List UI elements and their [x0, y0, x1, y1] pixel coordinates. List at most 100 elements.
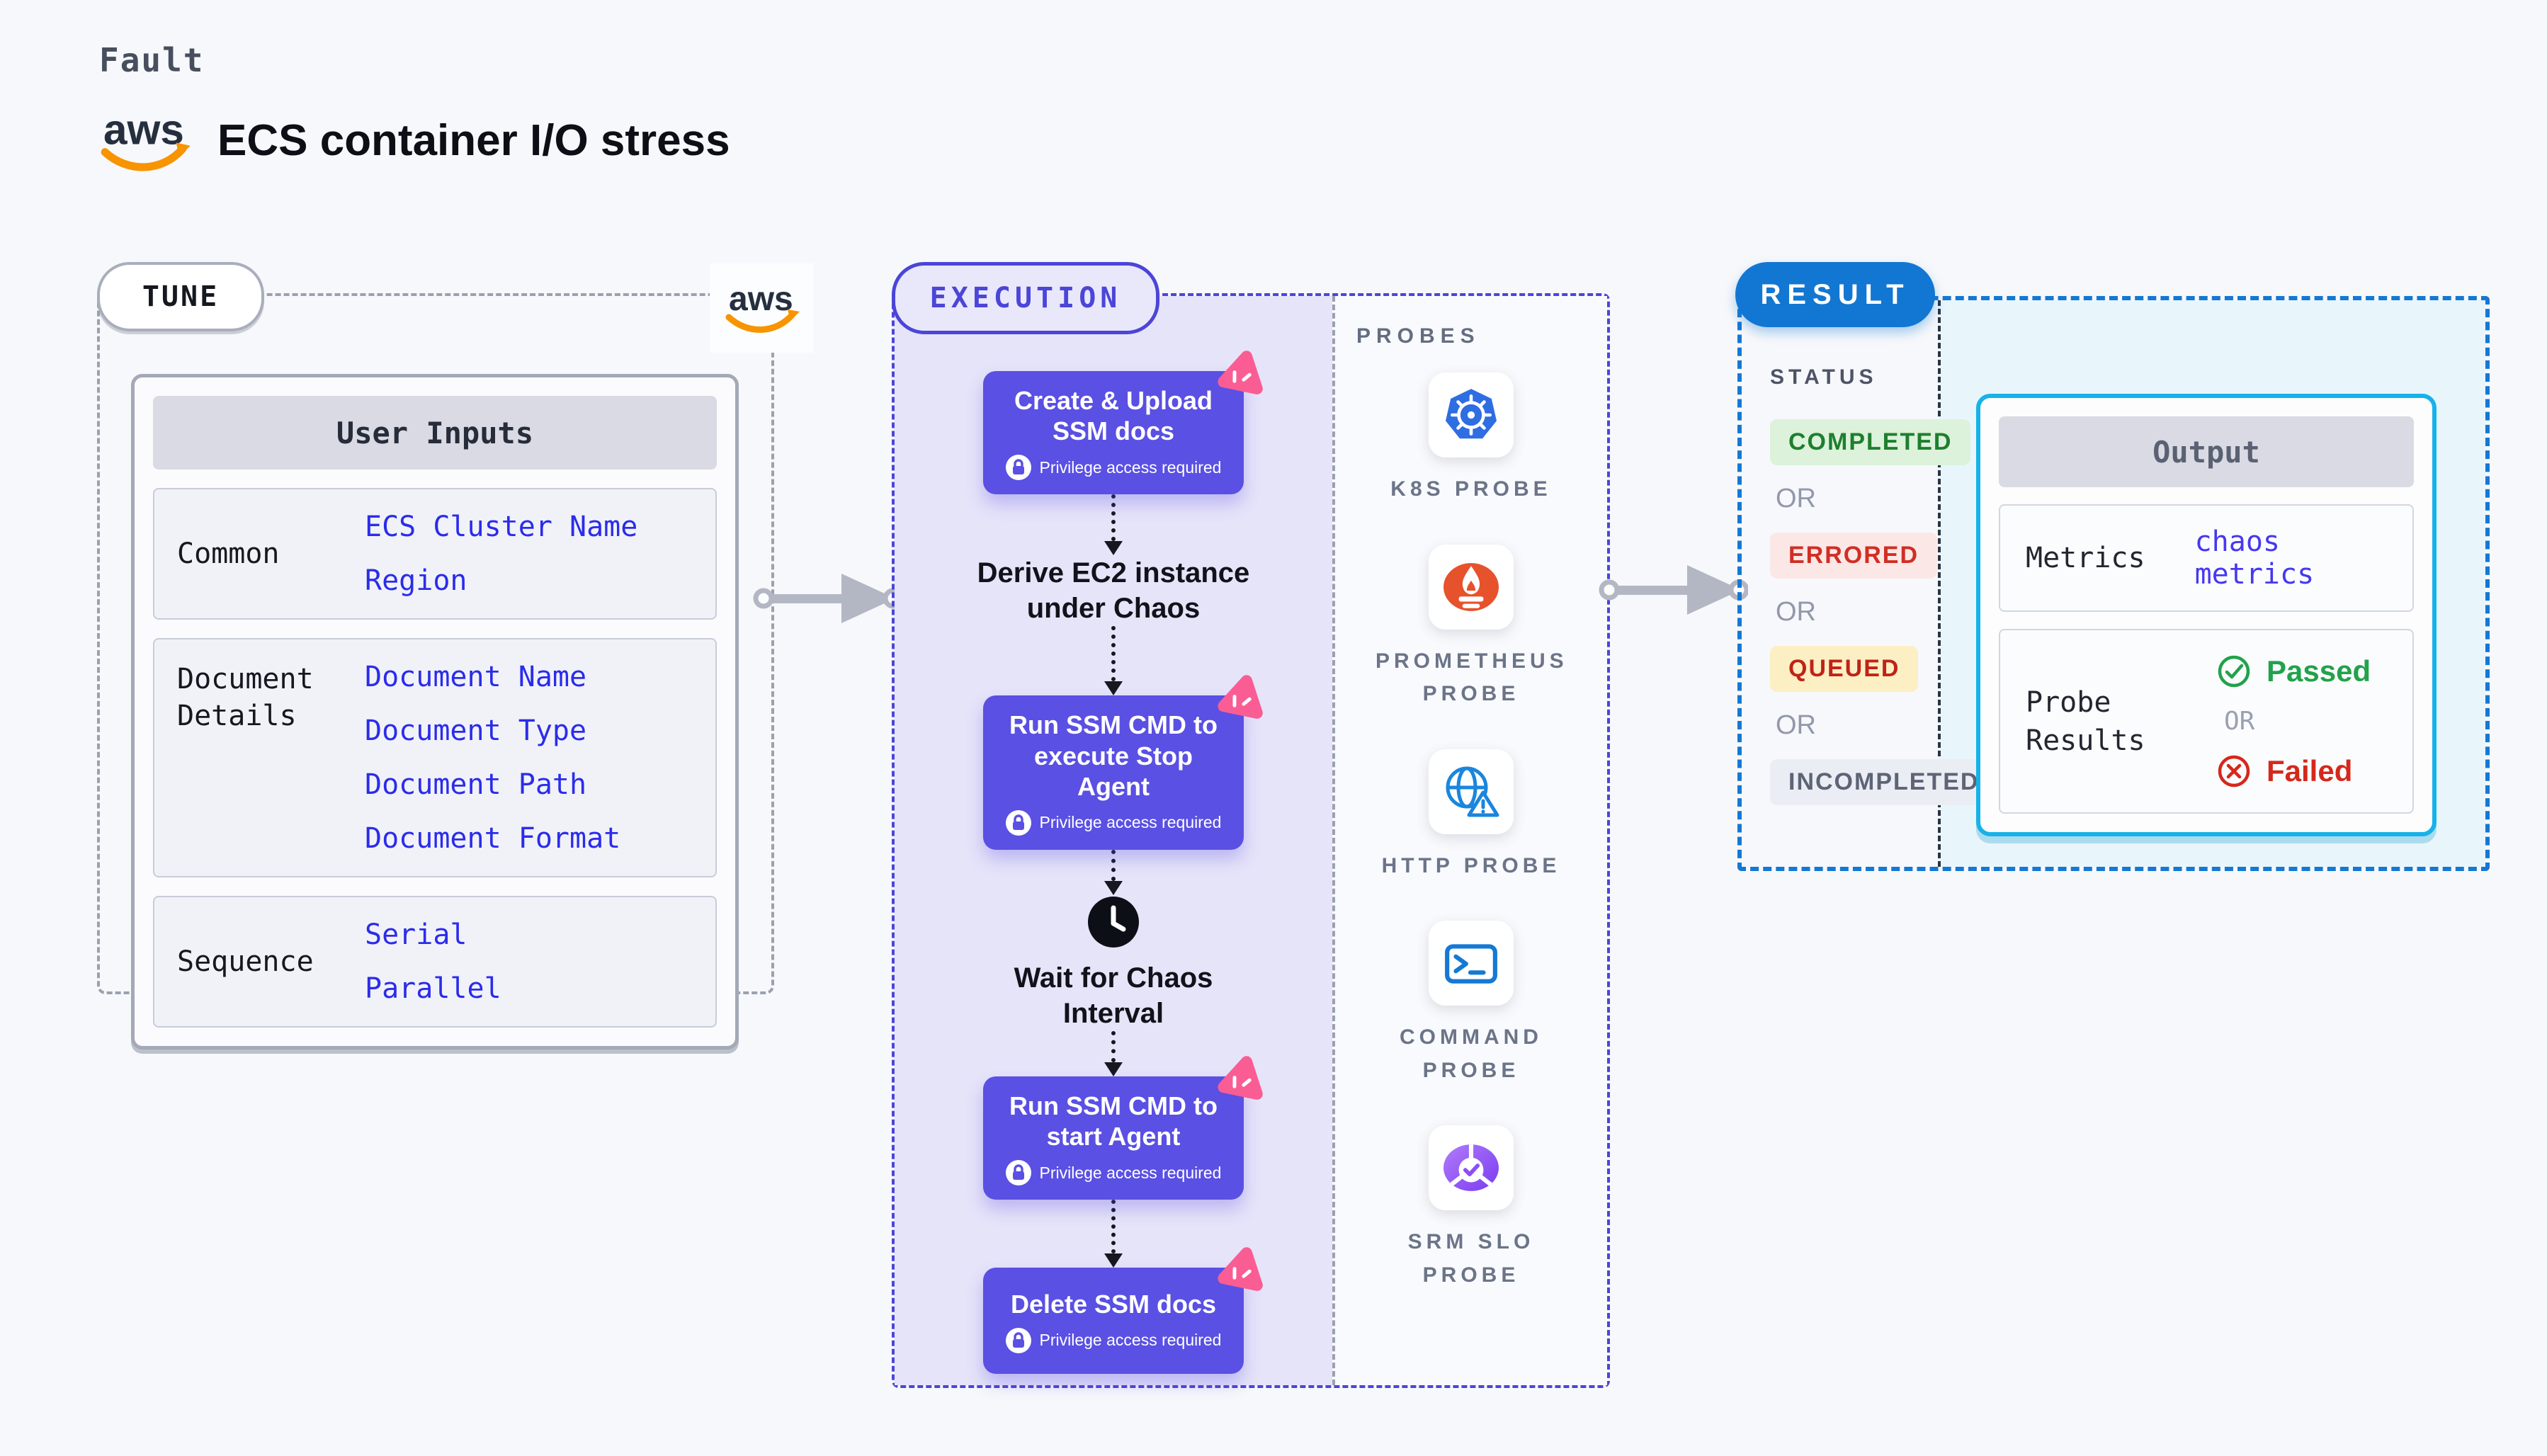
input-group-sequence: Sequence Serial Parallel [153, 896, 717, 1028]
probe-results-row: Probe Results Passed OR Failed [1999, 629, 2414, 814]
lock-icon [1005, 455, 1031, 481]
probe-http: HTTP PROBE [1382, 749, 1561, 883]
lock-icon [1005, 1160, 1031, 1186]
flow-arrow-down [1104, 1200, 1123, 1268]
probes-list: K8S PROBE PROMETHEUS PROBE [1335, 372, 1607, 1292]
probe-name: SRM SLO PROBE [1407, 1230, 1535, 1287]
privilege-note: Privilege access required [1005, 809, 1221, 836]
output-header: Output [1999, 416, 2414, 487]
step-run-ssm-start-agent: Run SSM CMD to start Agent Privilege acc… [983, 1056, 1263, 1200]
input-item: ECS Cluster Name [365, 511, 638, 543]
probe-prometheus: PROMETHEUS PROBE [1375, 544, 1568, 711]
passed-row: Passed [2217, 654, 2371, 688]
input-group-label: Document Details [177, 663, 314, 732]
execution-flow-area: Create & Upload SSM docs Privilege acces… [895, 296, 1332, 1385]
failed-row: Failed [2217, 754, 2371, 788]
input-item: Document Name [365, 661, 587, 693]
aws-logo-text: aws [103, 106, 184, 154]
privilege-note: Privilege access required [1005, 1327, 1221, 1353]
user-inputs-header: User Inputs [153, 396, 717, 470]
probe-name: HTTP PROBE [1381, 853, 1561, 877]
input-group-label: Common [177, 538, 280, 570]
flow-arrow-down [1104, 626, 1123, 696]
wait-node: Wait for Chaos Interval [993, 895, 1234, 1031]
title-row: aws ECS container I/O stress [97, 106, 730, 174]
result-pill: RESULT [1735, 262, 1935, 327]
probe-name: COMMAND PROBE [1400, 1025, 1543, 1082]
metrics-row: Metrics chaos metrics [1999, 504, 2414, 612]
privilege-note: Privilege access required [1005, 455, 1221, 481]
x-circle-icon [2218, 755, 2250, 787]
status-badge-incompleted: INCOMPLETED [1770, 759, 1998, 805]
status-badge-errored: ERRORED [1770, 533, 1938, 579]
execution-flow: Create & Upload SSM docs Privilege acces… [895, 351, 1332, 1375]
step-delete-ssm-docs: Delete SSM docs Privilege access require… [983, 1247, 1263, 1375]
execution-section-box: Create & Upload SSM docs Privilege acces… [892, 293, 1610, 1388]
srm-slo-icon [1429, 1125, 1514, 1210]
step-title: Run SSM CMD to start Agent [1009, 1091, 1218, 1151]
privilege-note: Privilege access required [1005, 1160, 1221, 1186]
fault-kicker: Fault [99, 41, 205, 79]
probe-srm-slo: SRM SLO PROBE [1375, 1125, 1567, 1292]
metrics-label: Metrics [2026, 542, 2145, 574]
lock-icon [1005, 809, 1031, 836]
probe-k8s: K8S PROBE [1390, 372, 1551, 506]
chaos-icon [1213, 1246, 1265, 1302]
step-title: Delete SSM docs [1010, 1289, 1217, 1319]
step-create-upload-ssm-docs: Create & Upload SSM docs Privilege acces… [983, 351, 1263, 495]
status-badge-queued: QUEUED [1770, 646, 1919, 692]
arrow-execution-to-result [1599, 565, 1748, 615]
prometheus-icon [1429, 544, 1514, 630]
probe-name: K8S PROBE [1390, 477, 1552, 501]
status-column: STATUS COMPLETED OR ERRORED OR QUEUED OR… [1770, 365, 1998, 805]
status-badge-completed: COMPLETED [1770, 419, 1971, 465]
input-item: Document Type [365, 715, 587, 747]
input-group-label: Sequence [177, 945, 314, 978]
metrics-value: chaos metrics [2194, 525, 2315, 591]
check-circle-icon [2218, 655, 2250, 688]
chaos-icon [1213, 1055, 1265, 1111]
lock-icon [1005, 1327, 1031, 1353]
probe-results-label: Probe Results [2026, 686, 2145, 757]
input-item: Region [365, 564, 467, 597]
clock-icon [1088, 896, 1139, 948]
flow-arrow-down [1104, 849, 1123, 895]
input-group-common: Common ECS Cluster Name Region [153, 488, 717, 620]
terminal-icon [1429, 921, 1514, 1006]
derive-ec2-note: Derive EC2 instance under Chaos [977, 557, 1250, 625]
flow-arrow-down [1104, 1030, 1123, 1076]
step-title: Run SSM CMD to execute Stop Agent [1009, 710, 1218, 801]
tune-pill: TUNE [97, 262, 264, 331]
or-label: OR [1776, 597, 1816, 627]
step-title: Create & Upload SSM docs [1014, 386, 1213, 446]
probe-name: PROMETHEUS PROBE [1375, 649, 1568, 706]
input-item: Serial [365, 918, 467, 951]
step-run-ssm-stop-agent: Run SSM CMD to execute Stop Agent Privil… [983, 675, 1263, 850]
output-card: Output Metrics chaos metrics Probe Resul… [1976, 394, 2437, 836]
kubernetes-icon [1428, 372, 1514, 457]
failed-label: Failed [2267, 754, 2353, 787]
aws-icon: aws [725, 280, 800, 333]
passed-label: Passed [2267, 654, 2371, 688]
execution-pill: EXECUTION [892, 262, 1159, 334]
aws-logo: aws [101, 106, 191, 171]
probes-panel: PROBES [1332, 296, 1607, 1385]
chaos-icon [1213, 674, 1265, 730]
or-label: OR [1776, 484, 1816, 513]
user-inputs-card: User Inputs Common ECS Cluster Name Regi… [131, 374, 739, 1050]
wait-note: Wait for Chaos Interval [1014, 962, 1213, 1029]
probe-command: COMMAND PROBE [1375, 921, 1567, 1087]
input-item: Document Path [365, 768, 587, 801]
http-globe-icon [1429, 749, 1514, 834]
chaos-icon [1213, 350, 1265, 406]
page-title: ECS container I/O stress [217, 115, 730, 165]
probes-heading: PROBES [1356, 324, 1480, 348]
input-group-document-details: Document Details Document Name Document … [153, 638, 717, 877]
or-label: OR [1776, 710, 1816, 740]
flow-arrow-down [1104, 494, 1123, 556]
input-item: Document Format [365, 822, 621, 855]
aws-logo-small-wrap: aws [710, 263, 813, 353]
or-label: OR [2224, 707, 2255, 736]
input-item: Parallel [365, 972, 501, 1005]
